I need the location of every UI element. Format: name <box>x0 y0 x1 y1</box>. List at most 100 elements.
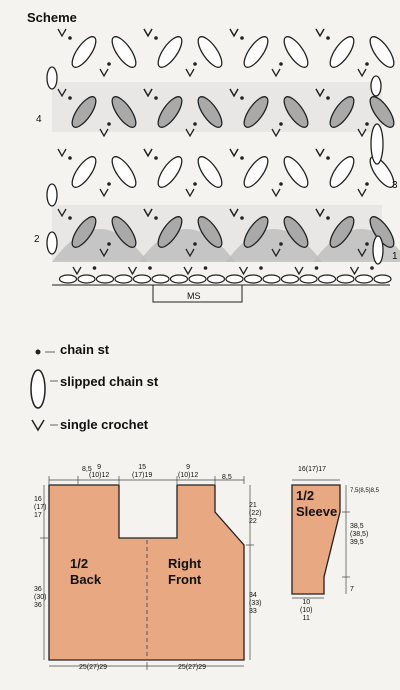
single-crochet-icon <box>349 266 360 276</box>
slipped-chain-icon <box>71 216 97 248</box>
legend-slipped-chain-st: slipped chain st <box>60 374 159 389</box>
chain-stitch-icon <box>314 266 319 270</box>
single-crochet-icon <box>271 68 281 78</box>
chain-stitch-icon <box>203 266 208 270</box>
chain-stitch-icon <box>148 266 152 270</box>
foundation-chain-icon <box>58 274 78 284</box>
front-label: Right Front <box>168 556 202 587</box>
single-crochet-icon <box>238 266 249 276</box>
ms-bracket <box>152 285 243 303</box>
legend-symbols <box>30 349 58 432</box>
single-crochet-icon <box>143 88 153 98</box>
single-crochet-icon <box>185 188 195 198</box>
slipped-chain-icon <box>197 96 223 128</box>
single-crochet-icon <box>185 128 195 138</box>
single-crochet-icon <box>57 148 67 158</box>
slipped-chain-icon <box>370 123 384 165</box>
chain-stitch-icon <box>193 242 197 246</box>
chain-stitch-icon <box>193 62 197 66</box>
sleeve-piece <box>291 484 341 595</box>
slipped-chain-icon <box>157 96 183 128</box>
chain-stitch-icon <box>365 182 369 186</box>
chain-stitch-icon <box>240 216 244 220</box>
slipped-chain-icon <box>71 96 97 128</box>
legend-single-crochet: single crochet <box>60 417 149 432</box>
dim-right-0: 21 (22) 22 <box>249 502 262 525</box>
foundation-chain-icon <box>132 274 152 284</box>
dim-top-0: 8,5 <box>82 466 92 473</box>
slipped-chain-icon <box>283 96 309 128</box>
single-crochet-icon <box>357 68 367 78</box>
row-number-3: 3 <box>392 180 398 191</box>
single-crochet-icon <box>143 148 153 158</box>
chain-stitch-icon <box>193 122 197 126</box>
dim-top-4: 8,5 <box>222 474 232 481</box>
chain-stitch-icon <box>240 156 244 160</box>
legend-chain-st: chain st <box>60 342 110 357</box>
slipped-chain-icon <box>243 96 269 128</box>
single-crochet-icon <box>99 128 109 138</box>
single-crochet-icon <box>99 68 109 78</box>
dim-right-1: 34 (33) 33 <box>249 592 262 615</box>
chain-stitch-icon <box>92 266 97 270</box>
single-crochet-icon <box>185 68 195 78</box>
dim-sleeve-top: 16(17)17 <box>298 466 327 473</box>
single-crochet-icon <box>271 248 281 258</box>
garment-schematic <box>40 476 350 670</box>
single-crochet-icon <box>315 28 325 38</box>
slipped-chain-icon <box>46 231 58 255</box>
dim-sleeve-bottom: 10 (10) 11 <box>300 599 313 622</box>
foundation-chain-icon <box>169 274 189 284</box>
back-label: 1/2 Back <box>70 556 102 587</box>
back-front-piece <box>48 484 245 661</box>
slipped-chain-icon <box>157 216 183 248</box>
single-crochet-icon <box>72 266 82 276</box>
chain-stitch-icon <box>279 182 283 186</box>
chain-stitch-icon <box>193 182 197 186</box>
slipped-chain-icon <box>329 156 355 188</box>
dim-sleeve-cuff-height: 7 <box>350 586 354 593</box>
single-crochet-icon <box>315 208 325 218</box>
slipped-chain-icon <box>71 156 97 188</box>
single-crochet-icon <box>127 266 138 276</box>
slipped-chain-icon <box>157 36 183 68</box>
single-crochet-icon <box>357 248 367 258</box>
single-crochet-icon <box>229 148 239 158</box>
foundation-chain-icon <box>243 274 263 284</box>
slipped-chain-icon <box>46 183 58 207</box>
slipped-chain-icon <box>197 156 223 188</box>
row-number-1: 1 <box>392 251 398 262</box>
slipped-chain-icon <box>370 75 382 97</box>
chain-stitch-icon <box>107 242 111 246</box>
dim-bottom-front: 25(27)29 <box>178 664 207 671</box>
foundation-chain-icon <box>151 274 170 284</box>
single-crochet-icon <box>229 88 239 98</box>
scheme-title: Scheme <box>27 10 77 25</box>
slipped-chain-icon <box>111 96 137 128</box>
chain-stitch-icon <box>326 156 330 160</box>
single-crochet-icon <box>357 188 367 198</box>
slipped-chain-icon <box>71 36 97 68</box>
slipped-chain-icon <box>329 216 355 248</box>
chain-stitch-icon <box>279 122 283 126</box>
chain-stitch-icon <box>107 122 111 126</box>
single-crochet-icon <box>315 148 325 158</box>
foundation-chain-icon <box>336 274 355 284</box>
sleeve-label: 1/2 Sleeve <box>296 488 338 519</box>
single-crochet-icon <box>143 28 153 38</box>
slipped-chain-icon <box>243 216 269 248</box>
dim-sleeve-cap: 7,5(8,5)8,5 <box>350 488 380 494</box>
chain-stitch-icon <box>154 36 158 40</box>
chain-stitch-icon <box>68 216 72 220</box>
chain-stitch-icon <box>365 242 369 246</box>
chain-stitch-icon <box>370 266 374 270</box>
single-crochet-icon <box>185 248 195 258</box>
chain-stitch-icon <box>326 36 330 40</box>
chain-stitch-icon <box>107 62 111 66</box>
single-crochet-icon <box>57 208 67 218</box>
chain-stitch-icon <box>68 156 72 160</box>
slipped-chain-icon <box>329 36 355 68</box>
chain-stitch-icon <box>259 266 263 270</box>
chain-stitch-icon <box>154 96 158 100</box>
